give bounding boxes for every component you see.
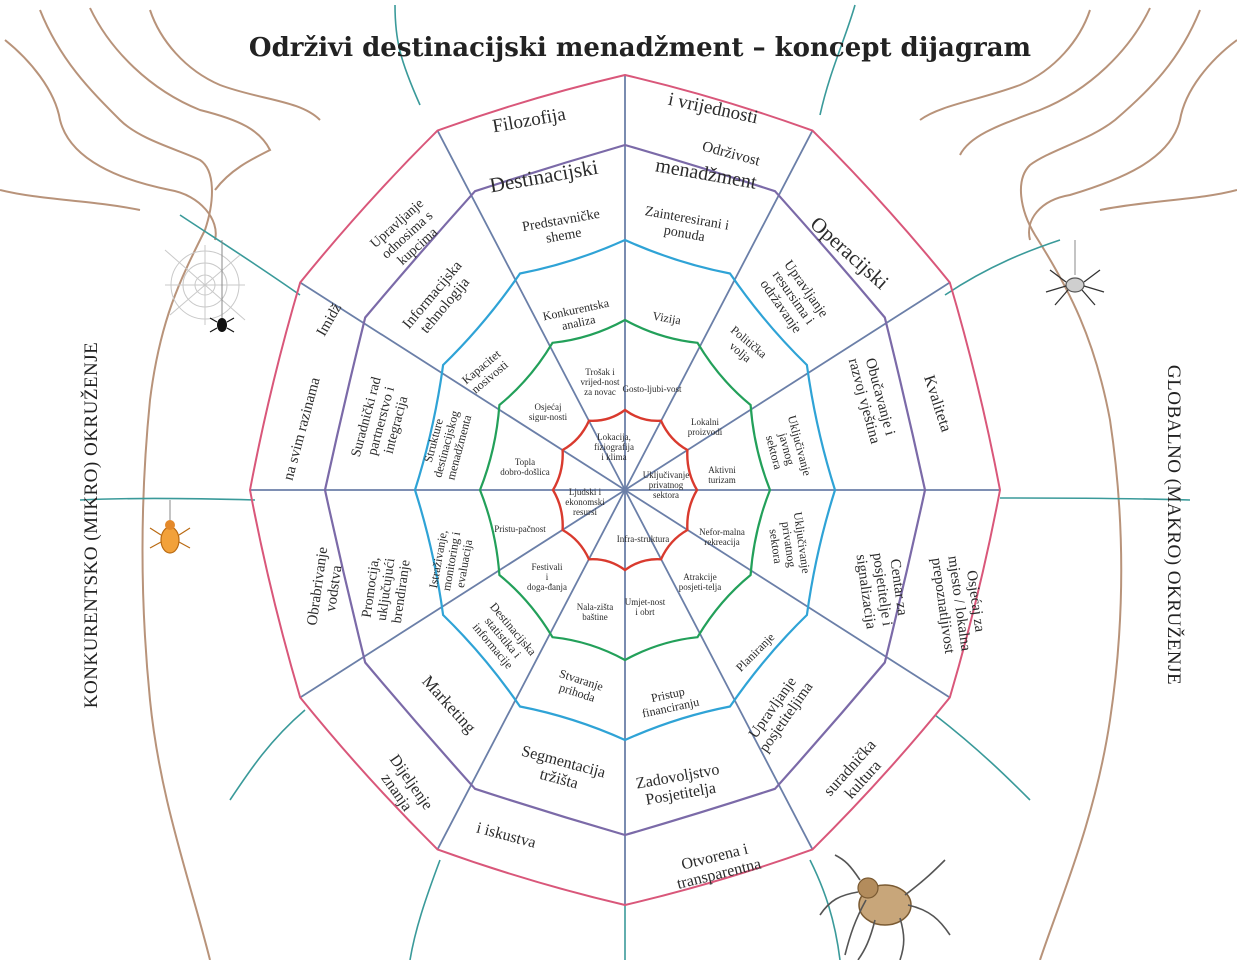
second-ring-label: Destinacijski: [488, 155, 600, 198]
outer-label: i vrijednosti: [666, 89, 760, 129]
web-spoke: [299, 489, 626, 699]
second-ring-label: Upravljanjeposjetiteljima: [743, 670, 817, 756]
web-spoke: [624, 489, 951, 699]
tree-decoration: [0, 7, 1237, 960]
web-spoke: [436, 130, 626, 491]
third-ring-label: Vizija: [651, 309, 682, 328]
fourth-ring-label: Gosto-ljubi-vost: [622, 384, 682, 394]
spider-orange-icon: [149, 500, 191, 554]
second-ring: [323, 143, 927, 837]
web-spoke: [624, 130, 814, 491]
fourth-ring-label: Pristu-pačnost: [494, 524, 546, 534]
spider-web: [248, 73, 1002, 907]
second-ring-label: Segmentacijatržišta: [515, 743, 607, 799]
outer-ring: [248, 73, 1002, 907]
third-ring-label: Pristupfinanciranju: [638, 682, 700, 721]
right-side-label: GLOBALNO (MAKRO) OKRUŽENJE: [1163, 365, 1185, 685]
second-ring-label: Marketing: [418, 672, 480, 738]
third-ring-label: Zainteresirani iponuda: [641, 204, 730, 249]
anchor-threads: [79, 4, 1191, 960]
second-ring-label: Suradnički radpartnerstvo iintegracija: [349, 376, 414, 467]
third-ring-label: Uključivanjejavnogsektora: [759, 414, 814, 484]
second-ring-label: Informacijskatehnologija: [400, 258, 479, 343]
second-ring-label: Operacijski: [806, 211, 894, 294]
third-ring-label: Destinacijskastatistika iinformacije: [467, 600, 540, 676]
spider-grey-icon: [1045, 240, 1105, 306]
second-ring-label: Upravljanjeresursima iodržavanje: [755, 258, 830, 338]
second-ring-label: ZadovoljstvoPosjetitelja: [635, 761, 724, 810]
second-ring-label: Obučavanje irazvoj vještina: [845, 352, 899, 446]
second-ring-label: Upravljanjeodnosima skupcima: [368, 196, 448, 274]
spider-small-black-icon: [209, 240, 235, 333]
third-ring-label: Političkavolja: [719, 323, 770, 372]
core-label: Infra-struktura: [617, 534, 669, 544]
third-ring-label: Strukturedestinacijskogmenadžmenta: [418, 406, 475, 483]
spider-large-brown-icon: [819, 854, 951, 960]
third-ring-label: Predstavničkesheme: [521, 207, 604, 251]
second-ring-label: Promocija,uključujućibrendiranje: [359, 555, 413, 625]
outer-label: Imidž: [314, 301, 346, 340]
outer-label: i iskustva: [475, 820, 538, 852]
web-spoke: [624, 489, 814, 850]
outer-label: Otvorena itransparentna: [671, 838, 763, 892]
outer-label: suradničkakultura: [821, 737, 893, 812]
third-ring-label: Istraživanje,monitoring ievaluacija: [426, 528, 476, 594]
third-ring-label: Stvaranjeprihoda: [553, 666, 605, 706]
diagram-title: Održivi destinacijski menadžment – konce…: [249, 33, 1031, 63]
web-spoke: [299, 281, 626, 491]
web-spoke: [624, 281, 951, 491]
third-ring-label: Uključivanjeprivatnogsektora: [765, 511, 814, 578]
left-side-label: KONKURENTSKO (MIKRO) OKRUŽENJE: [80, 342, 102, 708]
outer-label: na svim razinama: [281, 375, 324, 482]
fourth-ring: [478, 318, 772, 662]
outer-label: Dijeljenjeznanja: [371, 752, 436, 824]
web-spoke: [436, 489, 626, 850]
second-ring-label: Centar zaposjetitelje isignalizacija: [852, 549, 911, 630]
third-ring: [413, 238, 837, 742]
outer-label: Osjećaj zamjesto / lokalnaprepoznatljivo…: [928, 552, 990, 655]
small-cobweb: [164, 245, 246, 325]
core-ring: [551, 408, 699, 572]
outer-label: Kvaliteta: [920, 373, 954, 434]
